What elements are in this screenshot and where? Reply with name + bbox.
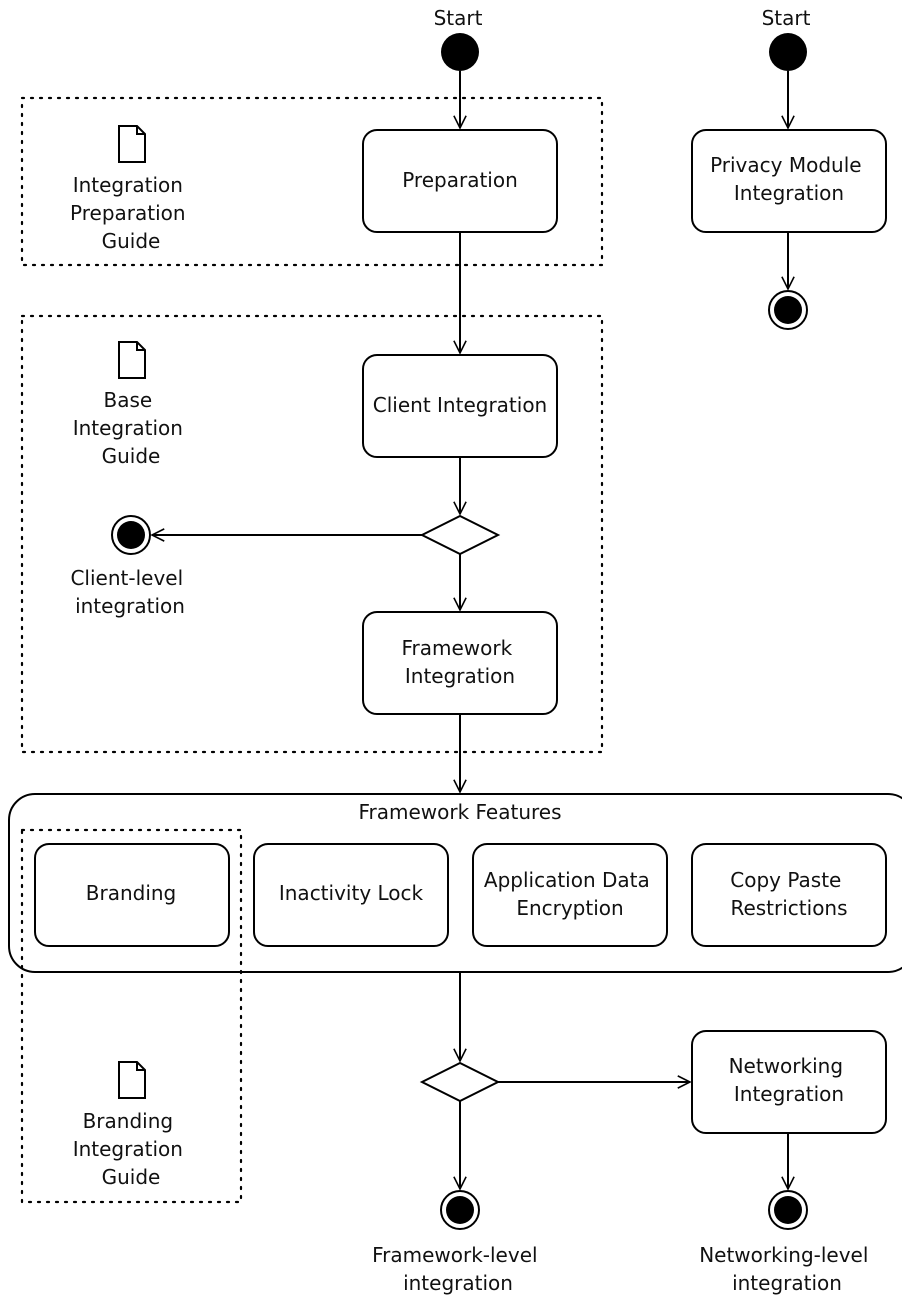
feature-application-data-encryption-label: Application Data Encryption <box>484 868 656 920</box>
framework-features-title: Framework Features <box>358 800 561 824</box>
framework-integration-label-line: Integration <box>405 664 515 688</box>
end-label-client-line: integration <box>75 594 185 618</box>
base-guide-label: Base Integration Guide <box>73 388 190 468</box>
feature-branding-label-line: Branding <box>86 881 177 905</box>
end-label-networking: Networking-level integration <box>699 1243 875 1295</box>
preparation-guide-label-line: Integration <box>73 173 183 197</box>
end-label-framework-line: integration <box>403 1271 513 1295</box>
branding-guide-region <box>20 828 243 1204</box>
networking-integration-label-line: Networking <box>729 1054 843 1078</box>
feature-application-data-encryption-label-line: Encryption <box>516 896 623 920</box>
feature-inactivity-lock-label-line: Inactivity Lock <box>279 881 424 905</box>
branding-guide-label-line: Guide <box>102 1165 161 1189</box>
preparation-guide-region <box>20 96 604 267</box>
branding-guide-label: Branding Integration Guide <box>73 1109 190 1189</box>
end-label-networking-line: integration <box>732 1271 842 1295</box>
preparation-guide-label: Integration Preparation Guide <box>70 173 192 253</box>
document-icon-preparation <box>118 125 146 163</box>
end-node-privacy <box>768 290 808 330</box>
client-integration-label: Client Integration <box>373 393 547 417</box>
end-label-framework: Framework-level integration <box>372 1243 544 1295</box>
end-label-networking-line: Networking-level <box>699 1243 868 1267</box>
feature-inactivity-lock <box>253 843 449 947</box>
client-integration-label-line: Client Integration <box>373 393 547 417</box>
branding-guide-label-line: Branding <box>83 1109 174 1133</box>
base-guide-region <box>20 314 604 754</box>
preparation-guide-label-line: Preparation <box>70 201 186 225</box>
feature-copy-paste-restrictions-label-line: Restrictions <box>730 896 847 920</box>
branding-guide-label-line: Integration <box>73 1137 183 1161</box>
feature-application-data-encryption <box>472 843 668 947</box>
decision-node-framework <box>419 1061 501 1103</box>
privacy-module-label-line: Privacy Module <box>710 153 862 177</box>
privacy-module-label-line: Integration <box>734 181 844 205</box>
feature-copy-paste-restrictions-label-line: Copy Paste <box>730 868 841 892</box>
end-label-client: Client-level integration <box>70 566 189 618</box>
feature-application-data-encryption-label-line: Application Data <box>484 868 650 892</box>
base-guide-label-line: Base <box>103 388 152 412</box>
end-node-networking <box>768 1190 808 1230</box>
framework-integration-label-line: Framework <box>401 636 512 660</box>
networking-integration-label: Networking Integration <box>729 1054 850 1106</box>
document-icon-base <box>118 341 146 379</box>
decision-node-client <box>419 514 501 556</box>
networking-integration-label-line: Integration <box>734 1082 844 1106</box>
preparation-activity-label: Preparation <box>402 168 518 192</box>
feature-copy-paste-restrictions-label: Copy Paste Restrictions <box>730 868 847 920</box>
start-label-privacy: Start <box>762 6 811 30</box>
feature-inactivity-lock-label: Inactivity Lock <box>279 881 424 905</box>
feature-branding <box>34 843 230 947</box>
start-label-main: Start <box>434 6 483 30</box>
preparation-guide-label-line: Guide <box>102 229 161 253</box>
end-node-client <box>111 515 151 555</box>
base-guide-label-line: Guide <box>102 444 161 468</box>
preparation-activity-label-line: Preparation <box>402 168 518 192</box>
feature-copy-paste-restrictions <box>691 843 887 947</box>
end-node-framework <box>440 1190 480 1230</box>
start-node-main <box>441 33 479 71</box>
privacy-module-label: Privacy Module Integration <box>710 153 868 205</box>
base-guide-label-line: Integration <box>73 416 183 440</box>
framework-integration-activity <box>362 611 558 715</box>
end-label-framework-line: Framework-level <box>372 1243 538 1267</box>
framework-features-container <box>8 793 902 973</box>
framework-integration-label: Framework Integration <box>401 636 518 688</box>
start-node-privacy <box>769 33 807 71</box>
feature-branding-label: Branding <box>86 881 177 905</box>
end-label-client-line: Client-level <box>70 566 183 590</box>
document-icon-branding <box>118 1061 146 1099</box>
